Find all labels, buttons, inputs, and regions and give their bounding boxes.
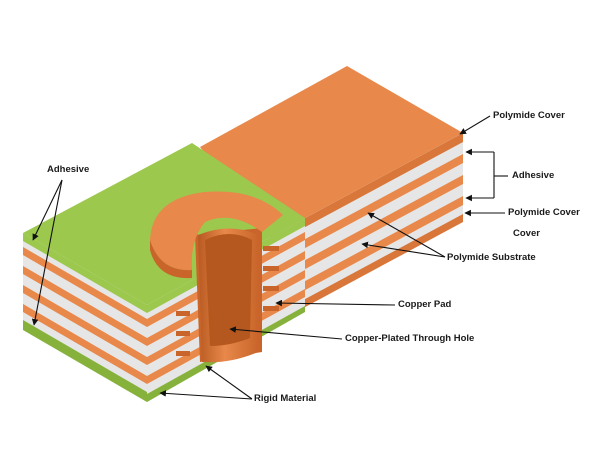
inner-pad-1 [263,246,279,251]
label-polymide-cover-top: Polymide Cover [493,110,565,121]
rigid-left-copper-1 [23,247,147,327]
arrow-substrate-1 [367,212,446,258]
label-copper-pad: Copper Pad [398,299,452,310]
through-hole-cutaway [150,191,283,363]
arrow-adhesive-left-2 [31,179,63,326]
inner-pad-left-1 [176,311,190,316]
inner-pad-left-2 [176,331,190,336]
inner-pad-3 [263,286,279,291]
inner-pad-left-3 [176,351,190,356]
arrow-rigid-2 [159,390,253,400]
label-through-hole: Copper-Plated Through Hole [345,333,475,344]
label-polymide-substrate: Polymide Substrate [447,252,536,263]
rigid-left-copper-2 [23,266,147,346]
arrow-substrate-2 [361,241,446,258]
inner-pad-2 [263,266,279,271]
arrow-through-hole [229,326,343,340]
flex-orange-stripe-2 [270,154,463,267]
rigid-left-green-bottom [23,320,147,402]
rigid-left-green-top [23,233,147,313]
copper-pad-ring [150,191,283,271]
flex-orange-stripe-3 [270,175,463,288]
arrow-adhesive-left-1 [32,179,63,241]
label-polymide-cover-mid: Polymide Cover [508,207,580,218]
leader-lines [31,115,508,400]
arrow-copper-pad [275,299,396,307]
label-adhesive-right: Adhesive [512,170,555,181]
flex-orange-stripe-5 [270,214,463,326]
rigid-section [23,143,305,402]
label-cover: Cover [513,228,540,239]
flex-orange-stripe-1 [270,133,463,246]
rigid-left-copper-4 [23,304,147,384]
rigid-left-copper-3 [23,285,147,365]
arrow-polymide-cover-top [459,115,491,135]
arrow-rigid-1 [205,365,253,400]
label-rigid-material: Rigid Material [254,393,317,404]
flex-orange-stripe-4 [270,196,463,309]
inner-pad-4 [263,306,279,311]
hole-bore [205,234,252,346]
label-adhesive-left: Adhesive [47,164,90,175]
copper-pad-ring-shade [150,240,192,279]
